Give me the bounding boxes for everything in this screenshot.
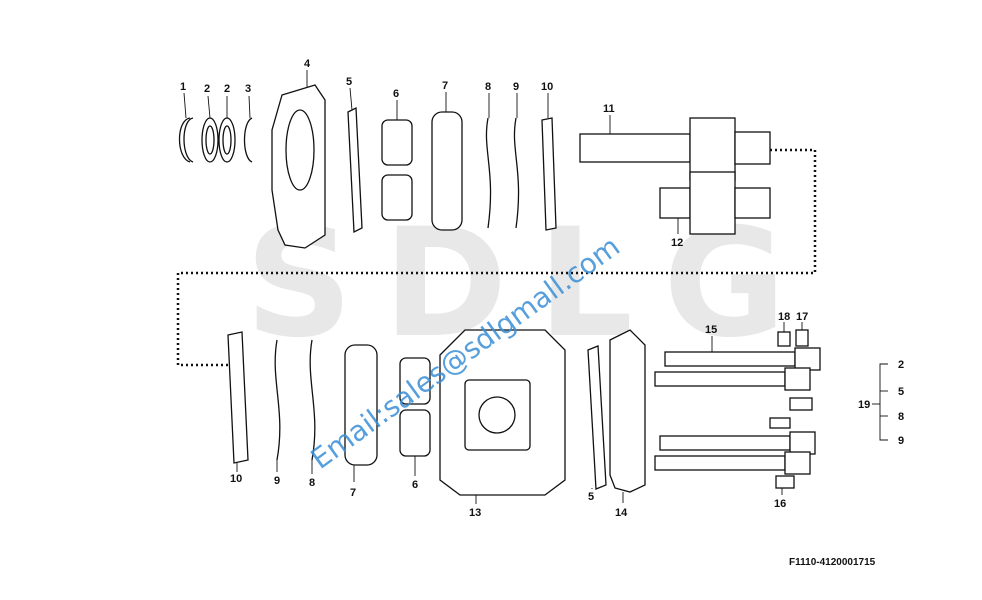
- part-11-shaft-end: [734, 131, 771, 165]
- kit-item-2: 2: [898, 359, 904, 371]
- label-b17: 17: [796, 311, 808, 323]
- part-6-bearing-c: [399, 357, 431, 405]
- part-12-shaft-end: [734, 187, 771, 219]
- part-8-seal: [485, 117, 492, 229]
- part-3-ring: [243, 117, 253, 163]
- label-8: 8: [485, 81, 491, 93]
- label-6: 6: [393, 88, 399, 100]
- part-9-seal: [513, 117, 520, 229]
- label-10: 10: [541, 81, 553, 93]
- label-3: 3: [245, 83, 251, 95]
- kit-label-19: 19: [858, 399, 870, 411]
- part-15-bolt-d: [654, 455, 786, 471]
- part-15-bolt-a-head: [794, 347, 821, 371]
- part-16-washer: [775, 475, 795, 489]
- part-15-bolt-c-head: [789, 431, 816, 455]
- part-10-wear-plate-b: [227, 331, 249, 464]
- part-small-washer: [789, 397, 813, 411]
- label-b9: 9: [274, 475, 280, 487]
- label-b13: 13: [469, 507, 481, 519]
- label-5: 5: [346, 76, 352, 88]
- part-5-gasket-b: [587, 345, 607, 490]
- part-15-bolt-a: [664, 351, 796, 367]
- part-14-rear-cover: [609, 329, 646, 493]
- label-b8: 8: [309, 477, 315, 489]
- part-11-drive-shaft: [579, 133, 691, 163]
- part-18-fitting: [777, 331, 791, 347]
- label-4: 4: [304, 58, 311, 70]
- leader-3: [248, 95, 251, 119]
- part-1-snap-ring-inner: [183, 117, 194, 163]
- label-b10: 10: [230, 473, 242, 485]
- part-9-seal-b: [274, 339, 281, 461]
- part-12-shaft-stub: [659, 187, 691, 219]
- part-13-port: [478, 396, 516, 434]
- leader-5: [349, 87, 353, 111]
- kit-item-9: 9: [898, 435, 904, 447]
- label-b15: 15: [705, 324, 717, 336]
- label-2a: 2: [204, 83, 210, 95]
- label-2b: 2: [224, 83, 230, 95]
- part-7-bushing-block: [431, 111, 463, 231]
- row-connector-line: [176, 148, 817, 367]
- label-11: 11: [603, 103, 615, 115]
- part-4-bore: [285, 109, 315, 191]
- label-b16: 16: [774, 498, 786, 510]
- part-8-seal-b: [309, 339, 316, 461]
- label-7: 7: [442, 80, 448, 92]
- part-6-bearing-b: [381, 174, 413, 221]
- kit-item-5: 5: [898, 386, 904, 398]
- part-15-bolt-d-head: [784, 451, 811, 475]
- part-6-bearing: [381, 119, 413, 166]
- part-11-gear: [689, 117, 736, 181]
- label-1: 1: [180, 81, 186, 93]
- label-b7: 7: [350, 487, 356, 499]
- kit-item-8: 8: [898, 411, 904, 423]
- part-2-washer-b-hole: [222, 125, 232, 155]
- part-5-gasket: [347, 106, 363, 234]
- leader-1: [183, 92, 187, 119]
- part-2-washer-hole: [205, 125, 215, 155]
- part-12-driven-gear: [689, 171, 736, 235]
- drawing-code: F1110-4120001715: [789, 557, 876, 568]
- label-12: 12: [671, 237, 683, 249]
- label-b14: 14: [615, 507, 628, 519]
- label-b5: 5: [588, 491, 594, 503]
- part-15-bolt-c: [659, 435, 791, 451]
- part-17-fitting: [795, 329, 809, 347]
- part-10-wear-plate: [541, 117, 557, 231]
- part-small-washer-b: [769, 417, 791, 429]
- part-15-bolt-b-head: [784, 367, 811, 391]
- label-b6: 6: [412, 479, 418, 491]
- label-b18: 18: [778, 311, 790, 323]
- part-15-bolt-b: [654, 371, 786, 387]
- label-9: 9: [513, 81, 519, 93]
- kit-bracket: [879, 363, 888, 441]
- part-7-bushing-block-b: [344, 344, 378, 466]
- leader-2a: [207, 95, 211, 119]
